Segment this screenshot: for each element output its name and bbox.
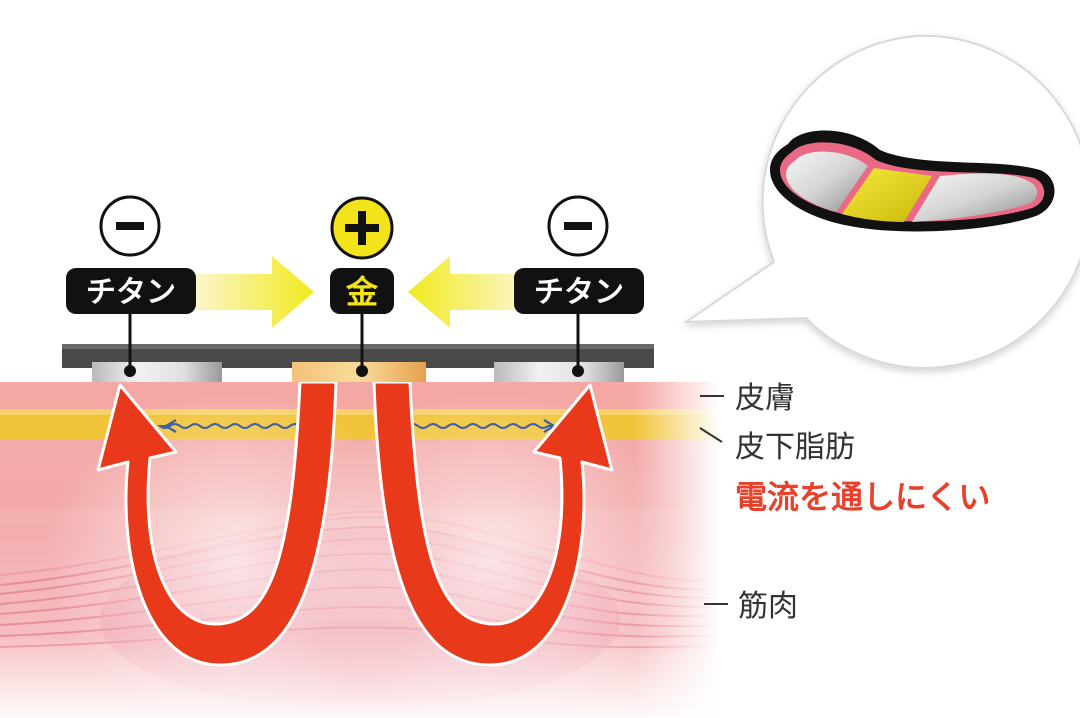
- titanium-electrode-right: [494, 362, 624, 382]
- electrode-connectors: [128, 312, 580, 370]
- minus-circle-icon: [99, 195, 161, 257]
- current-arrow-left: [96, 380, 338, 667]
- label-box-right: [514, 268, 644, 314]
- label-titanium-right: チタン: [534, 275, 624, 310]
- current-flow-arrows: [96, 380, 614, 667]
- yellow-arrow-right-icon: [196, 256, 314, 328]
- label-gold-center: 金: [345, 273, 379, 311]
- plus-circle-icon: [330, 196, 394, 260]
- label-subcutaneous-fat: 皮下脂肪: [735, 430, 855, 465]
- yellow-arrow-left-icon: [408, 256, 524, 328]
- label-skin: 皮膚: [735, 381, 795, 416]
- label-fat-note: 電流を通しにくい: [735, 478, 990, 516]
- magnified-device-callout: [682, 34, 1080, 369]
- wavy-arrow-left: [157, 423, 301, 429]
- wavy-arrow-right: [407, 423, 552, 429]
- label-box-left: [66, 268, 196, 314]
- label-titanium-left: チタン: [86, 275, 176, 310]
- label-box-center: [330, 268, 394, 314]
- label-muscle: 筋肉: [738, 589, 798, 624]
- contact-dot-left: [124, 365, 136, 377]
- device-plate: [62, 344, 654, 382]
- minus-circle-icon: [547, 195, 609, 257]
- titanium-electrode-left: [92, 362, 222, 382]
- contact-dot-right: [572, 365, 584, 377]
- layer-labels: 皮膚 皮下脂肪 電流を通しにくい 筋肉: [699, 381, 990, 624]
- current-arrow-right: [372, 380, 614, 667]
- device-illustration: [770, 130, 1055, 232]
- contact-dot-center: [356, 365, 368, 377]
